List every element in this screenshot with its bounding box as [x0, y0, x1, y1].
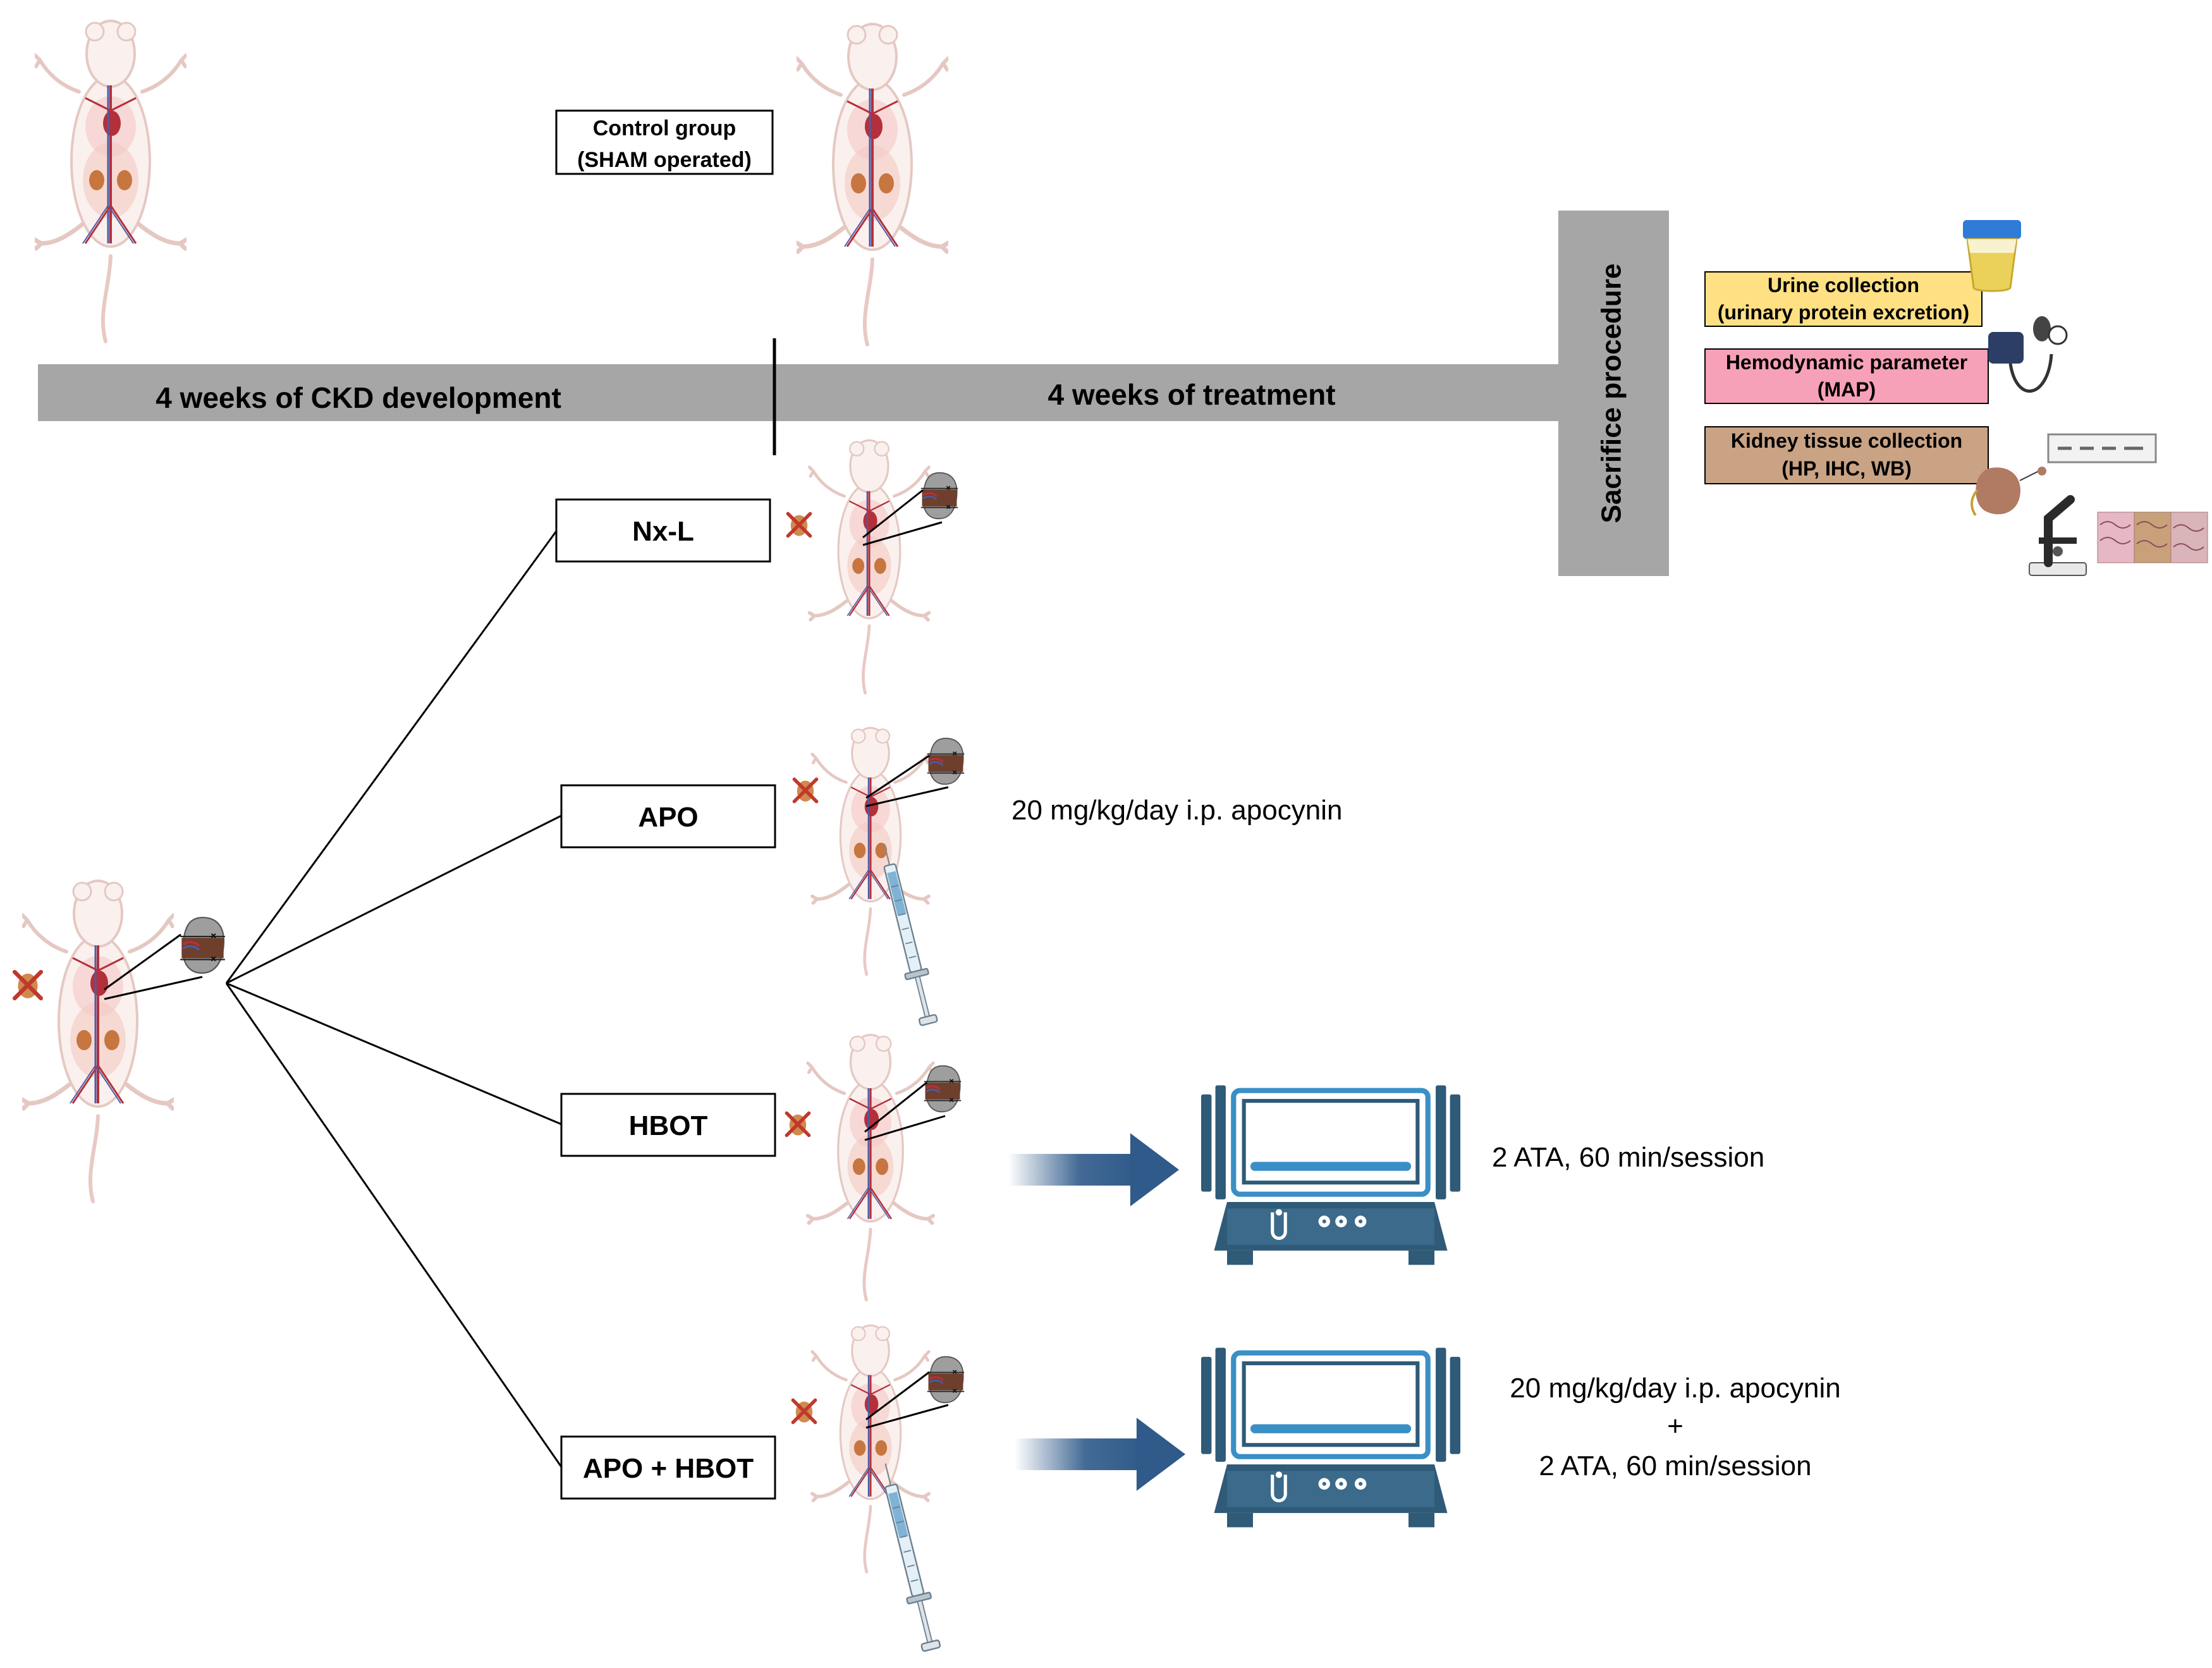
hyperbaric-chamber-icon	[1201, 1086, 1460, 1265]
phase2-label: 4 weeks of treatment	[1048, 378, 1335, 411]
kidney-line1: Kidney tissue collection	[1731, 429, 1962, 452]
rat-icon	[812, 1325, 929, 1572]
urine-collection-box: Urine collection (urinary protein excret…	[1704, 271, 1983, 327]
hbot-label: HBOT	[629, 1110, 708, 1141]
microscope-icon	[2029, 495, 2087, 576]
nxl-label: Nx-L	[632, 516, 694, 547]
branch-lines	[225, 530, 563, 1468]
crossed-kidney-icon	[793, 1400, 815, 1422]
apo-hbot-group-box: APO + HBOT	[560, 1435, 776, 1500]
control-group-box: Control group (SHAM operated)	[555, 109, 774, 175]
hemodynamic-line1: Hemodynamic parameter	[1726, 351, 1967, 374]
blood-pressure-cuff-icon	[1988, 316, 2068, 393]
crossed-kidney-icon	[794, 779, 816, 801]
crossed-kidney-icon	[788, 513, 810, 536]
apo-hbot-treatment-plus: +	[1667, 1411, 1683, 1442]
sacrifice-block	[1558, 211, 1669, 576]
urine-cup-icon	[1963, 220, 2021, 292]
kidney-icon	[926, 1355, 965, 1404]
crossed-kidney-icon	[786, 1113, 809, 1135]
arrow-icon	[1008, 1133, 1179, 1206]
kidney-tissue-box: Kidney tissue collection (HP, IHC, WB)	[1704, 426, 1989, 484]
control-line2: (SHAM operated)	[577, 148, 752, 172]
arrow-icon	[1015, 1418, 1185, 1491]
rat-icon	[35, 21, 186, 341]
rat-icon	[808, 1035, 933, 1300]
hyperbaric-chamber-icon	[1201, 1348, 1460, 1528]
apo-hbot-treatment-line2: 2 ATA, 60 min/session	[1539, 1450, 1811, 1481]
kidney-icon	[920, 471, 959, 520]
rat-icon	[797, 24, 948, 345]
apo-hbot-label: APO + HBOT	[583, 1453, 754, 1484]
hemodynamic-box: Hemodynamic parameter (MAP)	[1704, 348, 1989, 404]
western-blot-icon	[2047, 433, 2157, 463]
rat-icon	[809, 440, 929, 693]
tissue-slide-icon	[2097, 512, 2208, 563]
urine-line1: Urine collection	[1768, 274, 1919, 297]
kidney-icon	[1971, 467, 2046, 517]
kidney-icon	[180, 917, 225, 973]
crossed-kidney-icon	[15, 972, 41, 998]
apo-treatment: 20 mg/kg/day i.p. apocynin	[1011, 795, 1342, 826]
kidney-icon	[923, 1064, 962, 1113]
hbot-treatment: 2 ATA, 60 min/session	[1492, 1142, 1764, 1173]
sacrifice-label: Sacrifice procedure	[1596, 264, 1627, 524]
hemodynamic-line2: (MAP)	[1818, 378, 1876, 401]
nxl-group-box: Nx-L	[555, 498, 771, 563]
timeline-bar	[38, 364, 1561, 421]
kidney-line2: (HP, IHC, WB)	[1781, 457, 1912, 480]
kidney-icon	[926, 737, 965, 786]
apo-hbot-treatment-line1: 20 mg/kg/day i.p. apocynin	[1510, 1373, 1840, 1404]
hbot-group-box: HBOT	[560, 1093, 776, 1157]
apo-group-box: APO	[560, 784, 776, 849]
phase1-label: 4 weeks of CKD development	[156, 381, 561, 414]
apo-label: APO	[638, 802, 698, 833]
rat-icon	[22, 881, 174, 1201]
urine-line2: (urinary protein excretion)	[1718, 301, 1969, 324]
control-line1: Control group	[593, 116, 736, 140]
